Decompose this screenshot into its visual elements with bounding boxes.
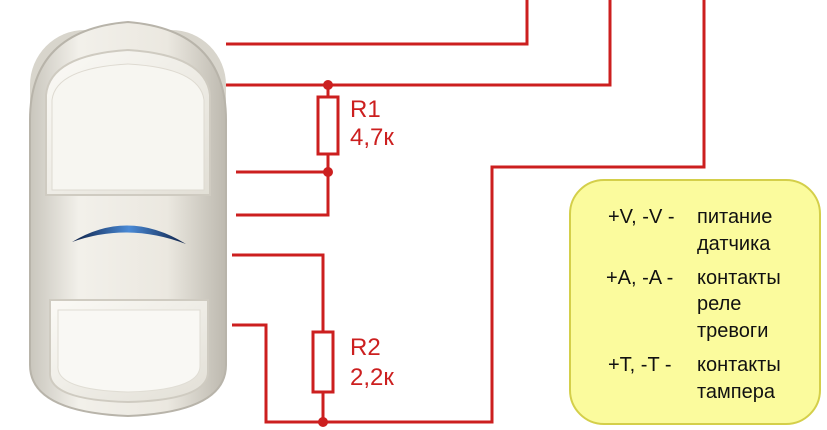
- lens-band: [72, 225, 186, 244]
- legend-v-desc-1: питание: [697, 206, 772, 228]
- wire-plus-v: [226, 0, 529, 46]
- wire-minus-v: [232, 0, 706, 424]
- legend-t-desc-2: тампера: [697, 381, 776, 403]
- legend-a-desc-1: контакты: [697, 267, 781, 289]
- resistor-r2-body: [311, 330, 335, 394]
- resistor-r2-value: 2,2к: [350, 364, 394, 391]
- resistor-r1-body: [316, 95, 340, 156]
- wire-plus-t: [236, 172, 330, 217]
- terminal-label-plus-a: +A: [238, 55, 270, 83]
- resistor-r1-name: R1: [350, 96, 381, 123]
- junction-dot: [323, 167, 333, 177]
- junction-dot: [323, 80, 333, 90]
- resistor-r2-name: R2: [350, 334, 381, 361]
- pir-detector-image: [29, 20, 227, 418]
- legend-v-desc-2: датчика: [697, 233, 771, 255]
- wiring: [226, 0, 706, 424]
- terminal-label-plus-t: +T: [238, 185, 268, 213]
- legend-t-key: +T, -T -: [608, 354, 672, 376]
- legend-a-desc-2: реле: [697, 293, 741, 315]
- junction-dot: [318, 417, 328, 427]
- resistor-r1-value: 4,7к: [350, 124, 394, 151]
- terminal-label-minus-v: -V: [238, 276, 263, 304]
- legend-v-key: +V, -V -: [608, 206, 675, 228]
- wire-minus-t: [232, 253, 325, 332]
- legend-t-desc-1: контакты: [697, 354, 781, 376]
- legend-a-key: +A, -A -: [606, 267, 673, 289]
- wire-plus-a: [226, 0, 612, 87]
- terminal-label-plus-v: +V: [238, 12, 270, 40]
- terminal-label-minus-a: -A: [238, 143, 263, 171]
- terminal-label-minus-t: -T: [238, 226, 262, 254]
- legend-box: +V, -V - питание датчика +A, -A - контак…: [569, 179, 821, 425]
- legend-a-desc-3: тревоги: [697, 320, 768, 342]
